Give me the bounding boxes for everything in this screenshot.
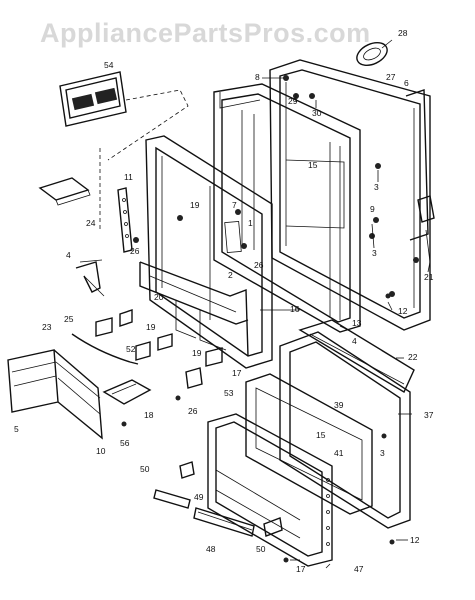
part-48-door-shelf <box>193 507 255 537</box>
callout-8: 8 <box>255 72 260 82</box>
callout-29: 29 <box>288 96 298 106</box>
callouts: 54 28 27 6 8 29 30 15 3 11 19 7 9 3 1 24… <box>14 28 434 574</box>
callout-15-low: 15 <box>316 430 326 440</box>
callout-15-top: 15 <box>308 160 318 170</box>
callout-50-left: 50 <box>140 464 150 474</box>
callout-52: 52 <box>126 344 136 354</box>
callout-53: 53 <box>224 388 234 398</box>
callout-30: 30 <box>312 108 322 118</box>
callout-37: 37 <box>424 410 434 420</box>
callout-17-low: 17 <box>296 564 306 574</box>
callout-10: 10 <box>96 446 106 456</box>
callout-25: 25 <box>64 314 74 324</box>
callout-3-top: 3 <box>374 182 379 192</box>
callout-26-low: 26 <box>188 406 198 416</box>
callout-19-mid: 19 <box>146 322 156 332</box>
part-22-top-trim <box>298 319 415 394</box>
callout-21: 21 <box>424 272 434 282</box>
part-50-shelf-retainers <box>179 461 283 537</box>
callout-20: 20 <box>154 292 164 302</box>
screws <box>121 293 395 563</box>
inner-liner-frame <box>133 135 273 369</box>
callout-39: 39 <box>334 400 344 410</box>
callout-17-mid: 17 <box>232 368 242 378</box>
part-21-hinge <box>417 195 435 263</box>
callout-18: 18 <box>144 410 154 420</box>
callout-7: 7 <box>232 200 237 210</box>
callout-49: 49 <box>194 492 204 502</box>
part-49-door-shelf <box>153 489 191 509</box>
callout-9: 9 <box>370 204 375 214</box>
part-54-trim-panel <box>59 71 127 127</box>
part-10-drawer-front <box>53 349 103 440</box>
part-18-slider <box>102 379 152 405</box>
callout-48: 48 <box>206 544 216 554</box>
callout-6: 6 <box>404 78 409 88</box>
callout-47: 47 <box>354 564 364 574</box>
small-brackets <box>95 309 223 389</box>
leader-lines <box>79 39 431 569</box>
callout-19-top: 19 <box>190 200 200 210</box>
part-28-27-round-button <box>356 41 388 67</box>
part-23-wire-rod <box>71 333 139 365</box>
part-39-gasket <box>245 373 373 515</box>
callout-27: 27 <box>386 72 396 82</box>
callout-24: 24 <box>86 218 96 228</box>
part-11-vertical-rail <box>117 187 133 253</box>
part-6-outer-door <box>269 59 431 331</box>
part-47-door-liner <box>207 413 333 567</box>
part-37-freezer-door <box>279 331 411 529</box>
part-4-left-bracket <box>75 261 105 297</box>
callout-11: 11 <box>124 172 133 182</box>
callout-12-top: 12 <box>398 306 408 316</box>
watermark-text: AppliancePartsPros.com <box>40 18 371 48</box>
callout-4-left: 4 <box>66 250 71 260</box>
callout-26-left: 26 <box>130 246 140 256</box>
callout-19-low: 19 <box>192 348 202 358</box>
callout-22: 22 <box>408 352 418 362</box>
part-24-small-shelf <box>38 177 91 206</box>
callout-54: 54 <box>104 60 114 70</box>
callout-5: 5 <box>14 424 19 434</box>
callout-13: 13 <box>352 318 362 328</box>
callout-28: 28 <box>398 28 408 38</box>
callout-1: 1 <box>248 218 253 228</box>
callout-3-mid: 3 <box>372 248 377 258</box>
callout-12-low: 12 <box>410 535 420 545</box>
part-16-door-frame <box>213 83 361 333</box>
callout-16: 16 <box>290 304 300 314</box>
callout-26-mid: 26 <box>254 260 264 270</box>
part-5-drawer-front <box>7 349 59 413</box>
callout-23: 23 <box>42 322 52 332</box>
callout-56: 56 <box>120 438 130 448</box>
callout-2: 2 <box>228 270 233 280</box>
callout-50-right: 50 <box>256 544 266 554</box>
callout-4-mid: 4 <box>352 336 357 346</box>
callout-3-low: 3 <box>380 448 385 458</box>
callout-41: 41 <box>334 448 344 458</box>
leader-dashed-54 <box>107 89 189 161</box>
